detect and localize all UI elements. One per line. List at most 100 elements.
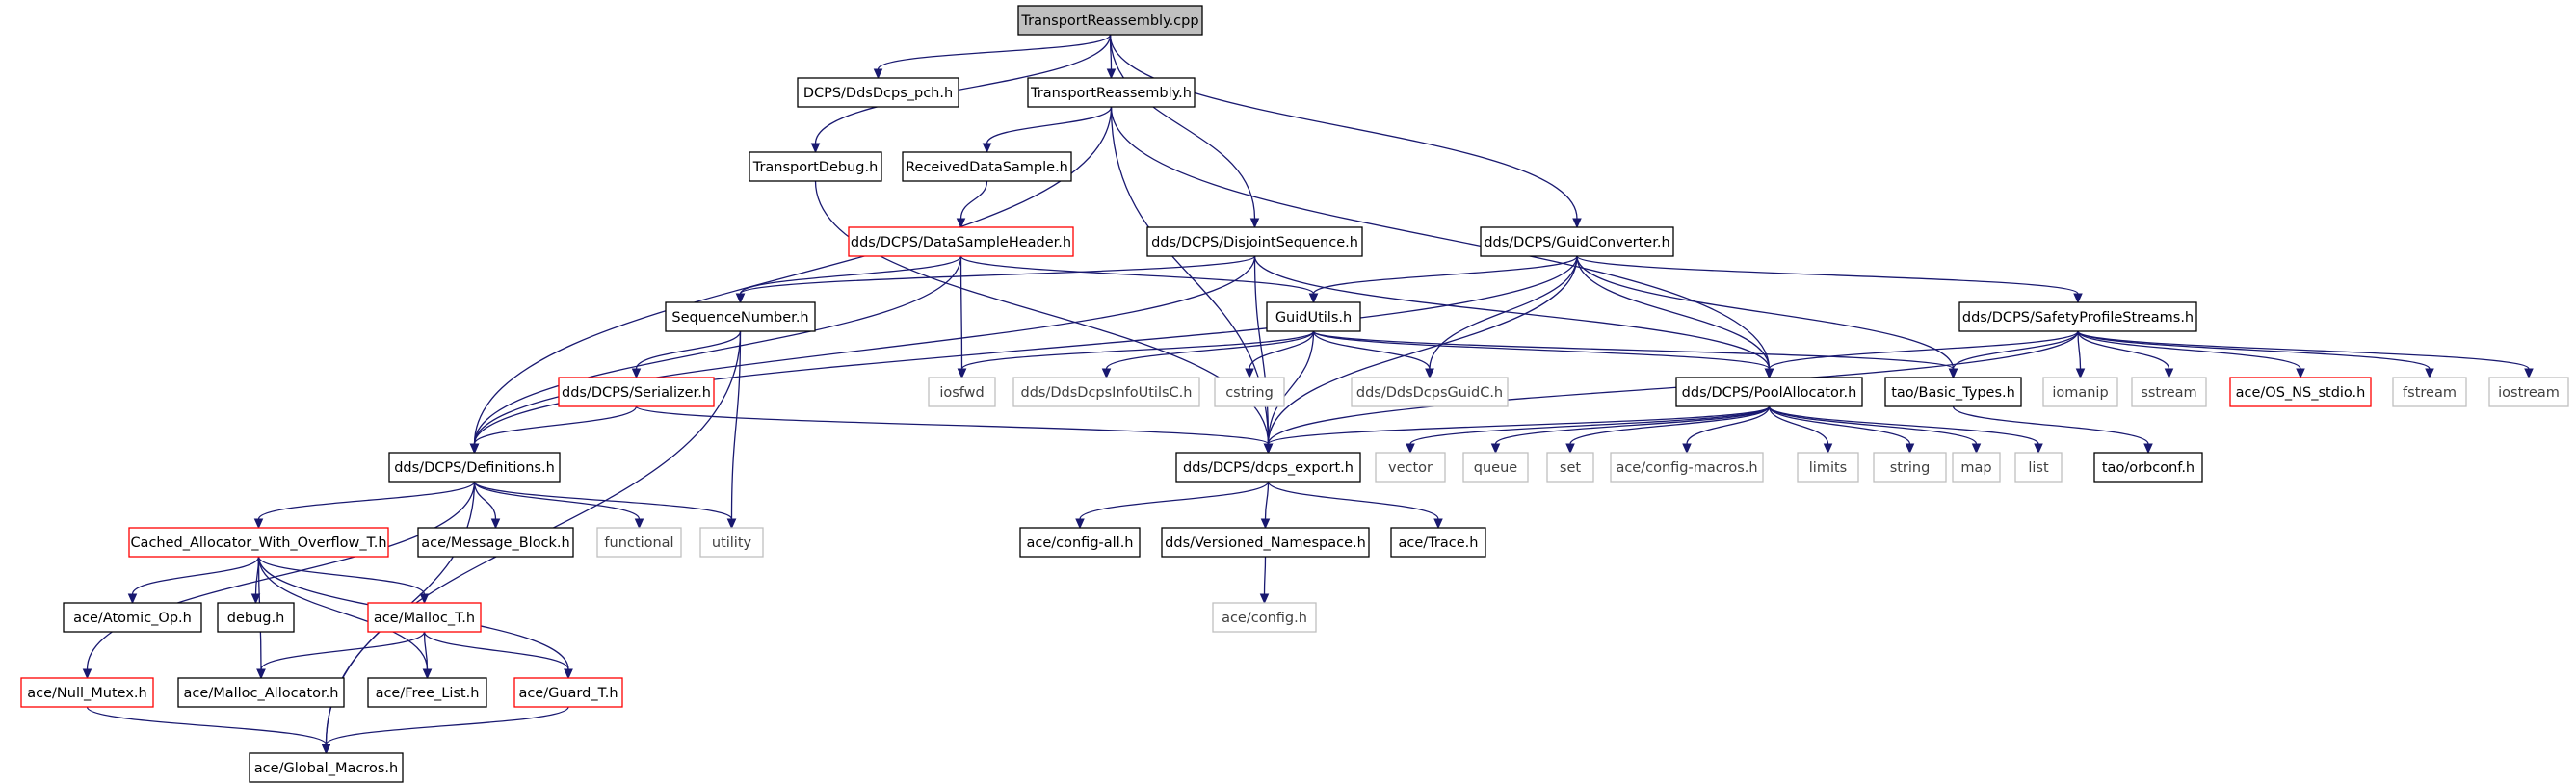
edge-line	[473, 405, 638, 445]
node-box	[558, 377, 715, 407]
node-trh[interactable]: TransportReassembly.h	[1027, 77, 1196, 108]
edge-line	[257, 556, 426, 595]
node-box	[928, 377, 996, 407]
edge-arrowhead	[1948, 368, 1958, 379]
node-label: utility	[712, 535, 752, 551]
edge-pool-to-vector	[1406, 405, 1771, 455]
edge-arrowhead	[1406, 443, 1415, 455]
edge-guardt-to-globmac	[321, 706, 569, 755]
node-sstream: sstream	[2131, 377, 2207, 407]
node-box	[1266, 301, 1361, 332]
edge-export-to-cfgall	[1075, 481, 1270, 530]
node-pool[interactable]: dds/DCPS/PoolAllocator.h	[1675, 377, 1863, 407]
node-ser[interactable]: dds/DCPS/Serializer.h	[558, 377, 715, 407]
node-label: ace/Guard_T.h	[518, 686, 618, 701]
edge-arrowhead	[1260, 518, 1271, 530]
node-label: ace/OS_NS_stdio.h	[2236, 385, 2366, 401]
node-label: ace/Message_Block.h	[421, 535, 569, 551]
edge-arrowhead	[1106, 68, 1117, 80]
node-gconv[interactable]: dds/DCPS/GuidConverter.h	[1480, 226, 1674, 257]
node-cfgall[interactable]: ace/config-all.h	[1019, 527, 1141, 558]
edge-line	[325, 706, 569, 745]
edge-line	[960, 330, 1315, 370]
node-box	[367, 602, 482, 633]
node-box	[1212, 602, 1317, 633]
edge-sps-to-iomanip	[2075, 330, 2086, 379]
node-label: ace/config.h	[1222, 611, 1307, 626]
edge-defs-to-cache	[253, 481, 476, 530]
edge-line	[86, 706, 328, 745]
node-export[interactable]: dds/DCPS/dcps_export.h	[1175, 452, 1361, 483]
edge-line	[959, 180, 988, 220]
node-mallocalloc[interactable]: ace/Malloc_Allocator.h	[177, 677, 345, 708]
node-box	[20, 677, 154, 708]
node-label: dds/DdsDcpsInfoUtilsC.h	[1021, 385, 1193, 401]
node-label: TransportReassembly.h	[1030, 86, 1192, 101]
node-defs[interactable]: dds/DCPS/Definitions.h	[388, 452, 561, 483]
edge-line	[2077, 330, 2301, 370]
node-rds[interactable]: ReceivedDataSample.h	[902, 151, 1072, 182]
edge-line	[739, 255, 962, 295]
edge-sps-to-pool	[1764, 330, 2079, 379]
node-label: list	[2028, 460, 2049, 476]
edge-defs-to-nullmutex	[82, 481, 476, 680]
node-label: tao/Basic_Types.h	[1891, 385, 2015, 401]
edge-arrowhead	[1259, 593, 1270, 605]
edge-line	[423, 631, 429, 670]
edge-line	[959, 255, 963, 370]
node-box	[2093, 452, 2203, 483]
edge-line	[473, 481, 641, 520]
node-dsh[interactable]: dds/DCPS/DataSampleHeader.h	[848, 226, 1074, 257]
node-trace[interactable]: ace/Trace.h	[1390, 527, 1486, 558]
node-freelist[interactable]: ace/Free_List.h	[367, 677, 487, 708]
edge-arrowhead	[726, 518, 737, 530]
edge-arrowhead	[564, 668, 573, 680]
node-sps[interactable]: dds/DCPS/SafetyProfileStreams.h	[1958, 301, 2197, 332]
node-debug[interactable]: debug.h	[217, 602, 295, 633]
node-seqn[interactable]: SequenceNumber.h	[665, 301, 816, 332]
edge-arrowhead	[1682, 443, 1692, 455]
edge-arrowhead	[1764, 368, 1774, 379]
node-versns[interactable]: dds/Versioned_Namespace.h	[1161, 527, 1370, 558]
node-disj[interactable]: dds/DCPS/DisjointSequence.h	[1146, 226, 1363, 257]
node-label: ace/Trace.h	[1399, 535, 1479, 551]
node-label: iosfwd	[939, 385, 984, 401]
node-globmac[interactable]: ace/Global_Macros.h	[249, 752, 404, 783]
edge-line	[257, 481, 476, 520]
edge-line	[1105, 330, 1315, 370]
node-guardt[interactable]: ace/Guard_T.h	[513, 677, 623, 708]
node-box	[1884, 377, 2022, 407]
edge-trh-to-rds	[982, 106, 1113, 154]
node-nullmutex[interactable]: ace/Null_Mutex.h	[20, 677, 154, 708]
node-msgblk[interactable]: ace/Message_Block.h	[417, 527, 574, 558]
edge-arrowhead	[1971, 443, 1982, 455]
edge-arrowhead	[1565, 443, 1575, 455]
edge-arrowhead	[631, 368, 642, 379]
node-label: dds/DCPS/PoolAllocator.h	[1682, 385, 1857, 401]
node-box	[217, 602, 295, 633]
edge-arrowhead	[419, 593, 430, 605]
edge-line	[1569, 405, 1771, 445]
node-atomic[interactable]: ace/Atomic_Op.h	[63, 602, 202, 633]
node-malloct[interactable]: ace/Malloc_T.h	[367, 602, 482, 633]
node-pch[interactable]: DCPS/DdsDcps_pch.h	[797, 77, 959, 108]
node-root[interactable]: TransportReassembly.cpp	[1017, 5, 1203, 36]
node-cache[interactable]: Cached_Allocator_With_Overflow_T.h	[128, 527, 389, 558]
edge-malloct-to-mallocalloc	[256, 631, 426, 680]
nodes-layer: TransportReassembly.cppDCPS/DdsDcps_pch.…	[20, 5, 2569, 783]
edge-line	[1109, 34, 1256, 220]
node-tdbg[interactable]: TransportDebug.h	[749, 151, 882, 182]
edge-pool-to-set	[1565, 405, 1771, 455]
edge-arrowhead	[810, 143, 821, 154]
edge-malloct-to-freelist	[422, 631, 433, 680]
node-box	[2392, 377, 2467, 407]
edge-line	[1576, 255, 2079, 295]
node-orbconf[interactable]: tao/orbconf.h	[2093, 452, 2203, 483]
node-gutils[interactable]: GuidUtils.h	[1266, 301, 1361, 332]
node-label: tao/orbconf.h	[2102, 460, 2195, 476]
node-basic[interactable]: tao/Basic_Types.h	[1884, 377, 2022, 407]
node-box	[665, 301, 816, 332]
edge-line	[1267, 330, 1315, 445]
node-osns[interactable]: ace/OS_NS_stdio.h	[2229, 377, 2372, 407]
